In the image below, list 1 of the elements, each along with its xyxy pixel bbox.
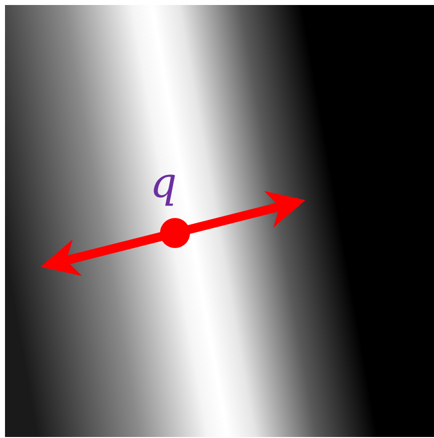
variable-label: q — [150, 160, 177, 206]
